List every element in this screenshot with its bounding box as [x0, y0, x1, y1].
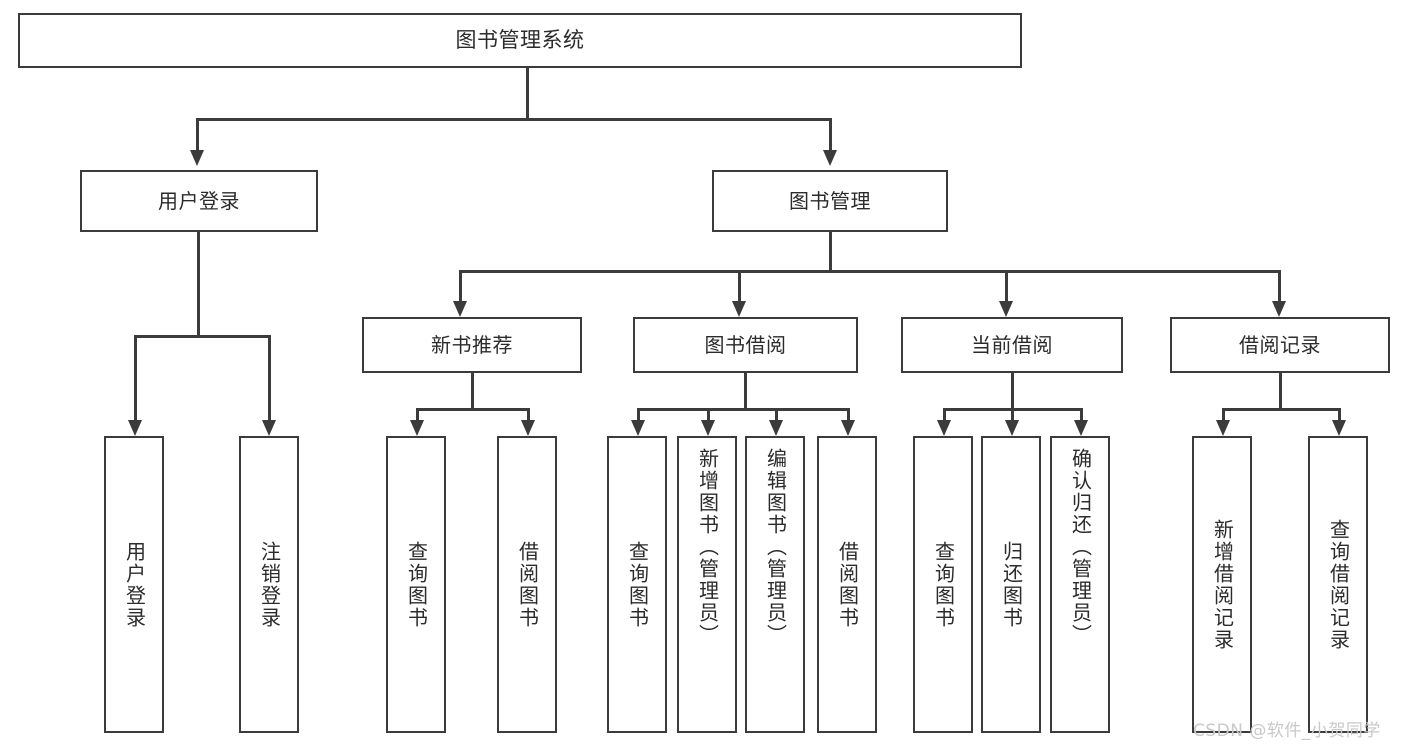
arrowhead-to-leaf-query-record [1332, 420, 1346, 436]
arrowhead-to-current-borrow [999, 301, 1013, 317]
leaf-query-book-recommend[interactable]: 查询图书 [386, 436, 446, 733]
connector-book-manage-stem [829, 232, 832, 270]
node-borrow-record[interactable]: 借阅记录 [1170, 317, 1390, 373]
arrowhead-to-leaf-query-book-2 [631, 420, 645, 436]
node-label: 借阅图书 [835, 540, 860, 629]
node-label: 确认归还（管理员） [1068, 448, 1093, 646]
leaf-return-book[interactable]: 归还图书 [981, 436, 1041, 733]
connector-lvl3-drop-2 [738, 270, 741, 301]
connector-book-borrow-stem [744, 373, 747, 408]
connector-new-book-bus [416, 408, 529, 411]
connector-root-stem [526, 68, 529, 118]
arrowhead-to-leaf-return-book [1005, 420, 1019, 436]
arrowhead-to-leaf-edit-book [769, 420, 783, 436]
arrowhead-to-book-manage [823, 150, 837, 166]
node-label: 用户登录 [158, 188, 240, 213]
leaf-confirm-return-admin[interactable]: 确认归还（管理员） [1050, 436, 1110, 733]
leaf-add-book-admin[interactable]: 新增图书（管理员） [677, 436, 737, 733]
connector-borrow-record-bus [1222, 408, 1340, 411]
node-label: 新书推荐 [431, 332, 513, 357]
leaf-query-borrow-record[interactable]: 查询借阅记录 [1308, 436, 1368, 733]
connector-new-book-drop-1 [416, 408, 419, 420]
leaf-user-login[interactable]: 用户登录 [104, 436, 164, 733]
leaf-add-borrow-record[interactable]: 新增借阅记录 [1192, 436, 1252, 733]
arrowhead-to-borrow-record [1272, 301, 1286, 317]
connector-root-drop-right [829, 118, 832, 150]
node-label: 查询借阅记录 [1326, 518, 1351, 651]
connector-user-login-stem [197, 232, 200, 335]
arrowhead-to-leaf-query-book-3 [937, 420, 951, 436]
connector-borrow-record-drop-1 [1222, 408, 1225, 420]
node-label: 新增借阅记录 [1210, 518, 1235, 651]
arrowhead-to-leaf-borrow-book-1 [521, 420, 535, 436]
connector-current-borrow-drop-3 [1080, 408, 1083, 420]
arrowhead-to-new-book-recommend [453, 301, 467, 317]
connector-book-borrow-bus [637, 408, 849, 411]
connector-lvl3-drop-4 [1278, 270, 1281, 301]
connector-current-borrow-drop-1 [943, 408, 946, 420]
connector-new-book-drop-2 [527, 408, 530, 420]
node-label: 查询图书 [404, 540, 429, 629]
node-label: 借阅记录 [1239, 332, 1321, 357]
arrowhead-to-leaf-add-record [1216, 420, 1230, 436]
connector-new-book-stem [471, 373, 474, 408]
connector-borrow-record-drop-2 [1338, 408, 1341, 420]
node-label: 查询图书 [625, 540, 650, 629]
node-user-login[interactable]: 用户登录 [80, 170, 318, 232]
node-label: 编辑图书（管理员） [763, 448, 788, 646]
node-root-system[interactable]: 图书管理系统 [18, 13, 1022, 68]
arrowhead-to-leaf-confirm-return [1074, 420, 1088, 436]
connector-book-borrow-drop-1 [637, 408, 640, 420]
node-label: 当前借阅 [971, 332, 1053, 357]
node-label: 图书管理系统 [455, 28, 585, 53]
arrowhead-to-leaf-query-book-1 [410, 420, 424, 436]
connector-user-login-drop-1 [134, 335, 137, 420]
connector-root-bus [196, 118, 831, 121]
connector-current-borrow-stem [1011, 373, 1014, 408]
node-label: 新增图书（管理员） [695, 448, 720, 646]
arrowhead-to-leaf-add-book [701, 420, 715, 436]
arrowhead-to-leaf-borrow-book-2 [841, 420, 855, 436]
connector-user-login-drop-2 [268, 335, 271, 420]
node-label: 图书管理 [789, 188, 871, 213]
connector-root-drop-left [196, 118, 199, 150]
node-label: 图书借阅 [704, 332, 787, 357]
connector-lvl3-drop-3 [1005, 270, 1008, 301]
connector-book-borrow-drop-2 [707, 408, 710, 420]
node-label: 查询图书 [931, 540, 956, 629]
connector-user-login-bus [134, 335, 270, 338]
csdn-watermark: CSDN @软件_小贺同学 [1193, 721, 1381, 741]
node-new-book-recommend[interactable]: 新书推荐 [362, 317, 582, 373]
node-label: 用户登录 [122, 540, 147, 629]
node-current-borrow[interactable]: 当前借阅 [901, 317, 1123, 373]
connector-lvl3-drop-1 [459, 270, 462, 301]
node-label: 注销登录 [257, 540, 282, 629]
leaf-query-book-borrow[interactable]: 查询图书 [607, 436, 667, 733]
node-label: 归还图书 [999, 540, 1024, 629]
arrowhead-to-leaf-user-login [128, 420, 142, 436]
connector-borrow-record-stem [1279, 373, 1282, 408]
arrowhead-to-leaf-logout [262, 420, 276, 436]
connector-book-manage-bus [459, 270, 1280, 273]
leaf-edit-book-admin[interactable]: 编辑图书（管理员） [745, 436, 805, 733]
node-book-borrow[interactable]: 图书借阅 [633, 317, 858, 373]
leaf-borrow-book-borrow[interactable]: 借阅图书 [817, 436, 877, 733]
node-book-management[interactable]: 图书管理 [712, 170, 948, 232]
leaf-logout[interactable]: 注销登录 [239, 436, 299, 733]
leaf-query-book-current[interactable]: 查询图书 [913, 436, 973, 733]
leaf-borrow-book-recommend[interactable]: 借阅图书 [497, 436, 557, 733]
arrowhead-to-book-borrow [732, 301, 746, 317]
connector-book-borrow-drop-4 [847, 408, 850, 420]
arrowhead-to-user-login [190, 150, 204, 166]
connector-current-borrow-drop-2 [1011, 408, 1014, 420]
node-label: 借阅图书 [515, 540, 540, 629]
connector-book-borrow-drop-3 [775, 408, 778, 420]
